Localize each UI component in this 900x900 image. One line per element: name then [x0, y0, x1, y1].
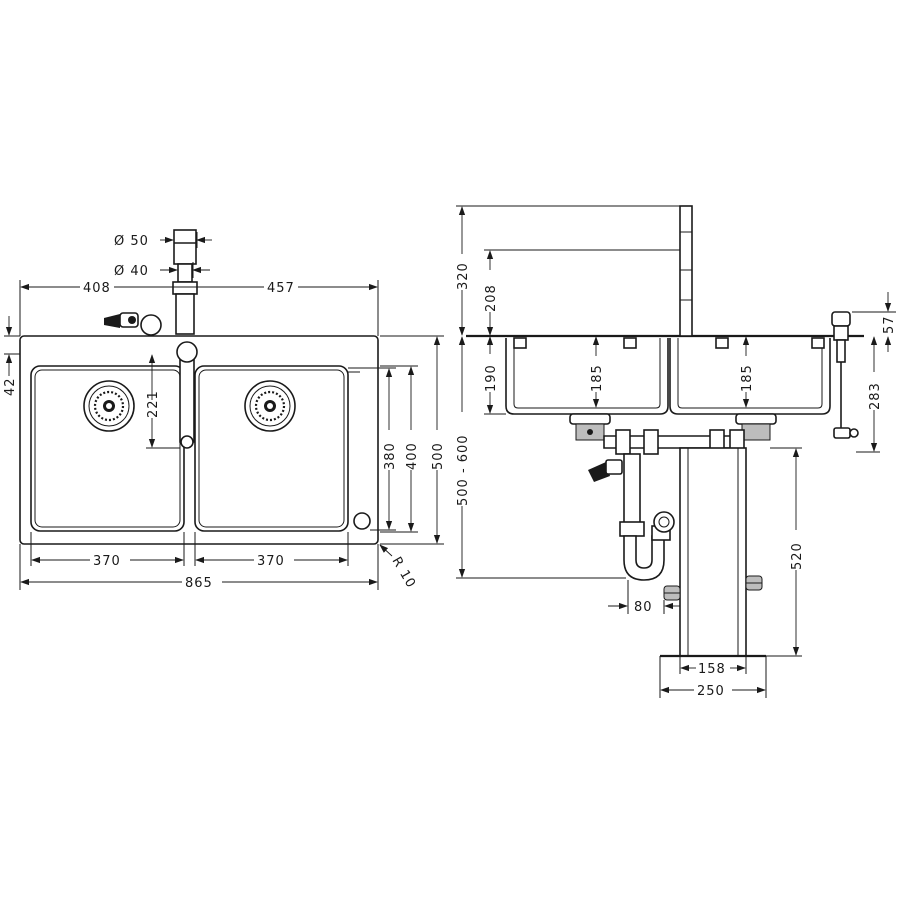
dim-height-400: 400 — [405, 442, 420, 470]
faucet-column-top — [172, 229, 198, 335]
dim-width-457: 457 — [267, 281, 295, 296]
dim-width-158: 158 — [698, 662, 726, 677]
soap-dispenser-side-icon — [831, 311, 859, 439]
dim-width-250: 250 — [697, 684, 725, 699]
dim-height-208: 208 — [484, 284, 499, 312]
dim-height-283: 283 — [868, 382, 883, 410]
wall-plug-right-icon — [745, 575, 763, 591]
dim-diameter-40: Ø 40 — [114, 264, 149, 279]
left-drain-icon — [83, 380, 135, 432]
dim-height-520: 520 — [790, 542, 805, 570]
side-basin-left — [505, 338, 669, 415]
dim-height-320: 320 — [456, 262, 471, 290]
overflow-icon — [353, 512, 371, 530]
sink-outline — [19, 335, 379, 545]
dim-height-221: 221 — [146, 390, 161, 418]
soap-dispenser-top-icon — [104, 312, 162, 336]
dim-width-408: 408 — [83, 281, 111, 296]
dim-width-370-left: 370 — [93, 554, 121, 569]
dim-width-370-right: 370 — [257, 554, 285, 569]
dim-height-500-600: 500 - 600 — [456, 434, 471, 506]
dim-height-57: 57 — [882, 315, 897, 334]
top-view: Ø 50 Ø 40 408 457 42 221 380 — [3, 229, 446, 592]
dim-height-185-right: 185 — [740, 364, 755, 392]
dim-radius-10: R 10 — [389, 555, 419, 592]
right-drain-icon — [244, 380, 296, 432]
dim-height-380: 380 — [383, 442, 398, 470]
dim-diameter-50: Ø 50 — [114, 234, 149, 249]
strainer-left-icon — [569, 413, 611, 441]
dim-height-190: 190 — [484, 364, 499, 392]
cabinet-wall — [660, 447, 766, 658]
wall-plug-left-icon — [663, 585, 681, 601]
dim-width-80: 80 — [634, 600, 653, 615]
right-basin — [194, 365, 349, 532]
side-view: 320 208 190 185 185 57 283 500 - 60 — [456, 205, 897, 699]
faucet-column-side — [679, 205, 693, 337]
dim-height-500: 500 — [431, 442, 446, 470]
dim-height-42: 42 — [3, 377, 18, 396]
waste-pipes — [588, 429, 745, 581]
left-basin — [30, 365, 185, 532]
dim-height-185-left: 185 — [590, 364, 605, 392]
faucet-hose — [176, 341, 198, 449]
strainer-right-icon — [735, 413, 777, 441]
dim-width-865: 865 — [185, 576, 213, 591]
